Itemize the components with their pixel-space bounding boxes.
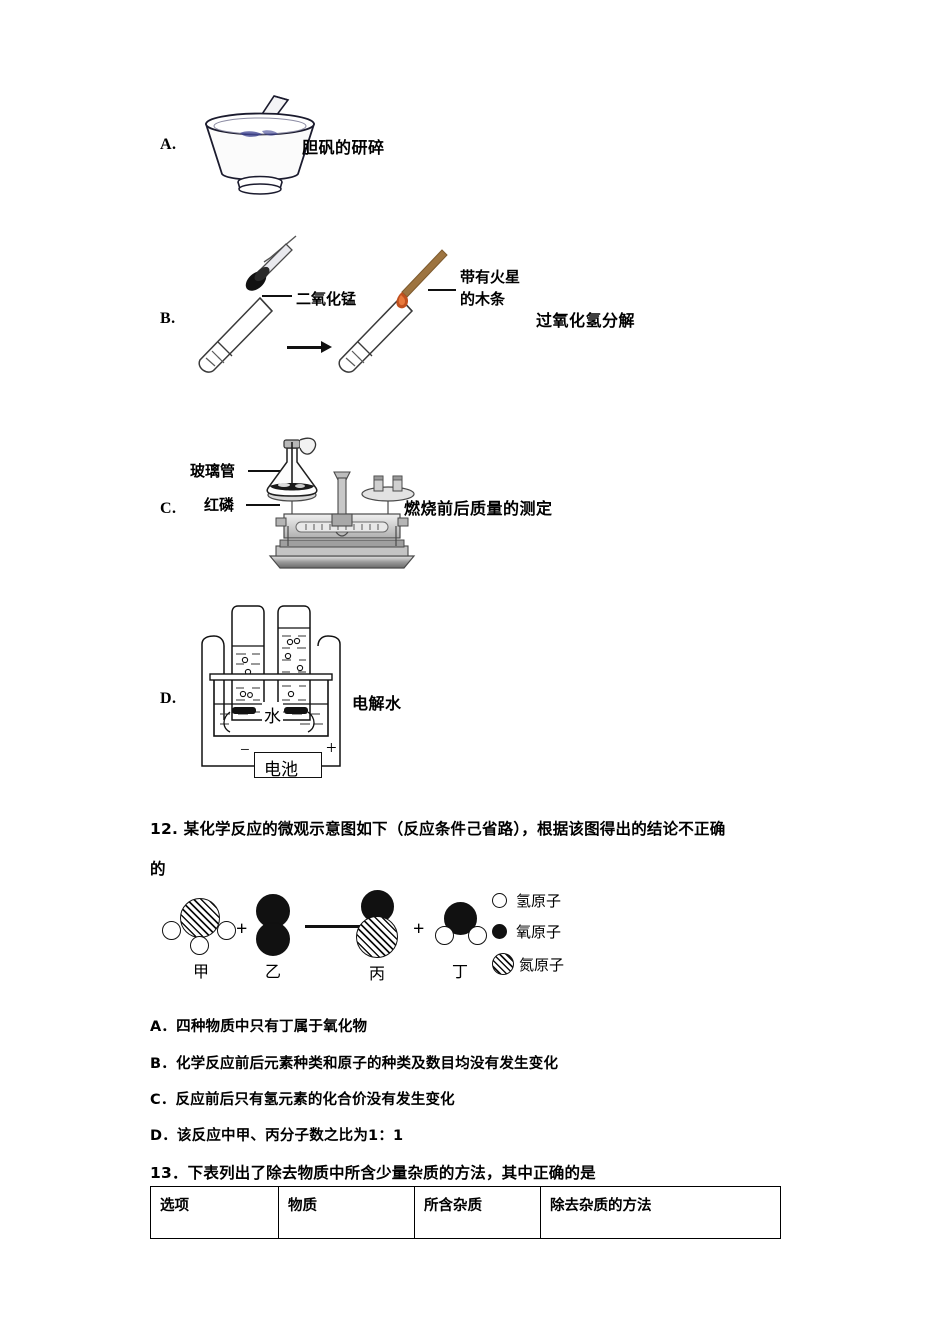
reaction-diagram: 甲 + 乙 丙 + 丁 氢原子 (160, 888, 720, 988)
catalyst-leader-line (262, 295, 292, 297)
option-a-caption: 胆矾的研碎 (302, 138, 385, 157)
option-c-letter: C. (160, 500, 177, 517)
oxygen-atom (256, 922, 290, 956)
test-tube-with-catalyst-figure (190, 235, 315, 381)
plus-operator-2: + (413, 918, 425, 940)
question-12-stem-line1: 12. 某化学反应的微观示意图如下（反应条件己省路），根据该图得出的结论不正确 (150, 820, 726, 838)
hydrogen-atom (435, 926, 454, 945)
impurity-removal-table: 选项 物质 所含杂质 除去杂质的方法 (150, 1186, 781, 1239)
nitrogen-atom (180, 898, 220, 938)
hydrogen-atom (468, 926, 487, 945)
hydrogen-atom (162, 921, 181, 940)
molecule-label-jia: 甲 (192, 962, 209, 981)
hydrogen-atom (190, 936, 209, 955)
red-phosphorus-label: 红磷 (204, 496, 235, 514)
reaction-arrow-b (287, 341, 332, 353)
option-d-caption: 电解水 (352, 694, 402, 713)
water-label: 水 (262, 702, 283, 727)
balance-with-flask-figure (262, 428, 422, 573)
hydrogen-atom (217, 921, 236, 940)
legend-item-hydrogen: 氢原子 (492, 890, 561, 911)
splint-label-line1: 带有火星 (460, 268, 521, 286)
nitrogen-atom-icon (492, 953, 514, 975)
question-12-choice-a: A．四种物质中只有丁属于氧化物 (150, 1019, 368, 1035)
option-d-letter: D. (160, 690, 177, 707)
molecule-label-bing: 丙 (368, 964, 385, 983)
table-header-method: 除去杂质的方法 (540, 1186, 781, 1239)
catalyst-label: 二氧化锰 (296, 290, 357, 308)
question-12-choice-d: D．该反应中甲、丙分子数之比为1：1 (150, 1128, 404, 1144)
battery-positive-terminal: + (326, 738, 337, 759)
option-b-caption: 过氧化氢分解 (536, 311, 636, 330)
battery-box (254, 752, 322, 778)
legend-item-oxygen: 氧原子 (492, 921, 561, 942)
splint-leader-line (428, 289, 456, 291)
glass-tube-label: 玻璃管 (190, 462, 236, 480)
splint-label-line2: 的木条 (460, 290, 506, 308)
question-12-choice-c: C．反应前后只有氢元素的化合价没有发生变化 (150, 1092, 455, 1108)
question-12-stem-line2: 的 (150, 860, 166, 878)
table-header-row: 选项 物质 所含杂质 除去杂质的方法 (150, 1186, 781, 1239)
option-a-letter: A. (160, 136, 177, 153)
table-header-option: 选项 (150, 1186, 279, 1239)
battery-negative-terminal: − (240, 740, 250, 759)
question-13-stem: 13．下表列出了除去物质中所含少量杂质的方法，其中正确的是 (150, 1164, 596, 1182)
molecule-label-ding: 丁 (451, 962, 468, 981)
legend-label-hydrogen: 氢原子 (516, 892, 562, 910)
test-tube-with-splint-figure (330, 249, 460, 381)
battery-label: 电池 (264, 760, 298, 780)
molecule-label-yi: 乙 (264, 962, 281, 981)
table-header-substance: 物质 (278, 1186, 415, 1239)
glass-tube-leader-line (248, 470, 288, 472)
red-phosphorus-leader-line (246, 504, 280, 506)
hydrogen-atom-icon (492, 893, 507, 908)
table-header-impurity: 所含杂质 (414, 1186, 541, 1239)
option-c-caption: 燃烧前后质量的测定 (404, 499, 553, 518)
nitrogen-atom (356, 916, 398, 958)
option-b-letter: B. (160, 310, 176, 327)
legend-item-nitrogen: 氮原子 (492, 953, 564, 975)
mortar-and-pestle-figure (196, 86, 326, 196)
legend-label-oxygen: 氧原子 (516, 923, 562, 941)
question-12-choice-b: B．化学反应前后元素种类和原子的种类及数目均没有发生变化 (150, 1056, 559, 1072)
plus-operator-1: + (236, 918, 248, 940)
oxygen-atom-icon (492, 924, 507, 939)
legend-label-nitrogen: 氮原子 (519, 955, 565, 974)
